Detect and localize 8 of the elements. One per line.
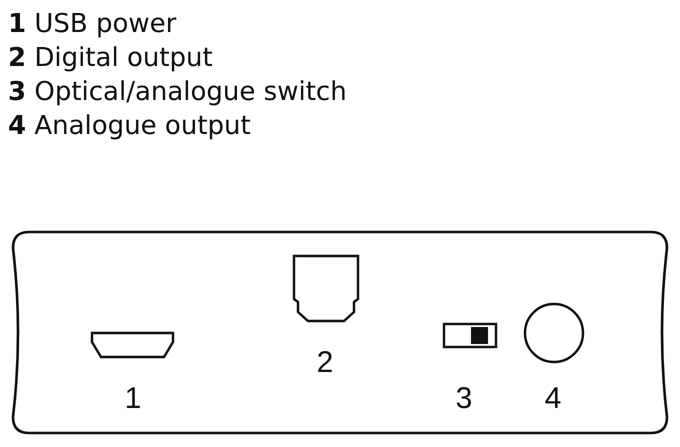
port-description: 3 Optical/analogue switch	[8, 76, 347, 109]
port-description: 1 USB power	[8, 8, 176, 41]
port-number: 1	[124, 383, 142, 414]
port-number: 4	[544, 383, 562, 414]
port-description: 4 Analogue output	[8, 110, 251, 143]
port-number: 2	[316, 347, 334, 378]
port-description: 2 Digital output	[8, 42, 213, 75]
port-number: 3	[456, 383, 472, 414]
